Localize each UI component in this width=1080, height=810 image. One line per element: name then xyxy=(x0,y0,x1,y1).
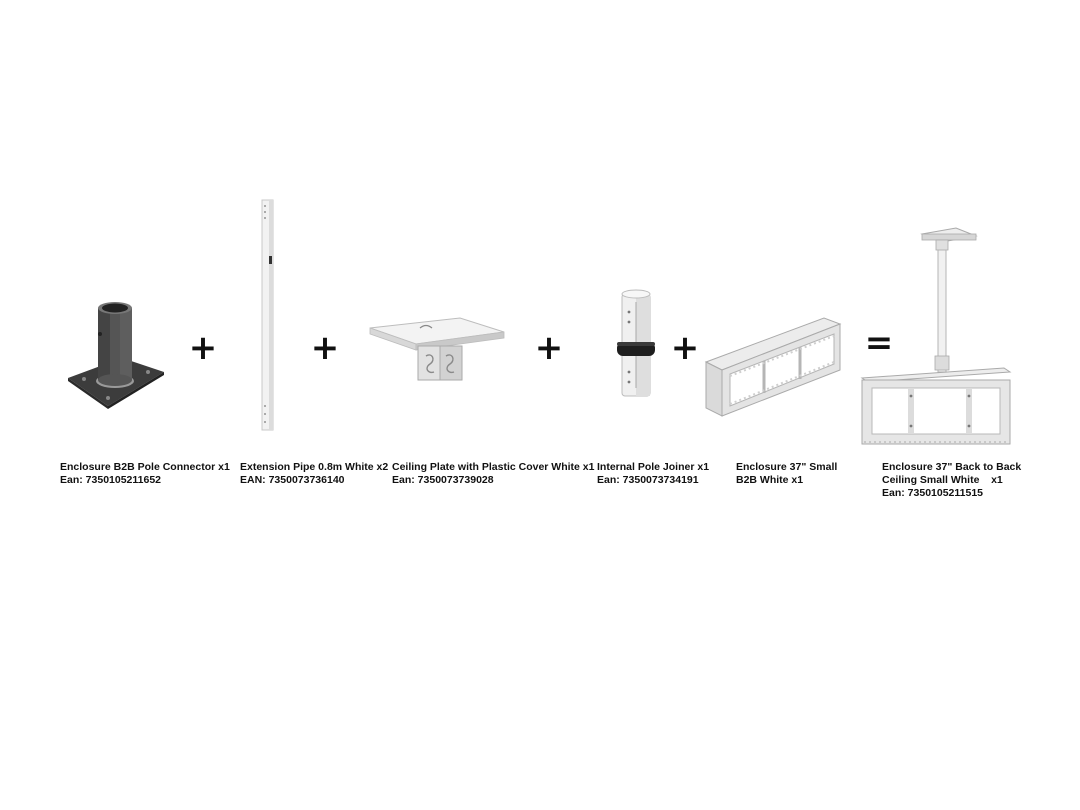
product-label-pole-connector: Enclosure B2B Pole Connector x1 Ean: 735… xyxy=(60,461,230,487)
product-name: Extension Pipe 0.8m White x2 xyxy=(240,461,389,473)
plus-operator-2: + xyxy=(310,328,340,368)
product-name: Enclosure B2B Pole Connector x1 xyxy=(60,461,230,473)
extension-pipe-image xyxy=(261,199,274,431)
result-ean: Ean: 7350105211515 xyxy=(882,487,984,499)
product-name: Ceiling Plate with Plastic Cover White x… xyxy=(392,461,595,473)
result-name-line2: Ceiling Small White x1 xyxy=(882,474,1003,486)
ceiling-plate-image xyxy=(369,317,505,381)
assembled-enclosure-image xyxy=(860,227,1012,445)
result-name-line1: Enclosure 37" Back to Back xyxy=(882,461,1022,473)
enclosure-frame-image xyxy=(704,317,842,417)
plus-operator-1: + xyxy=(188,328,218,368)
plus-operator-3: + xyxy=(534,328,564,368)
product-ean: EAN: 7350073736140 xyxy=(240,474,345,486)
pole-joiner-image xyxy=(617,289,655,397)
plus-operator-4: + xyxy=(670,328,700,368)
product-name-line2: B2B White x1 xyxy=(736,474,804,486)
product-name-line1: Enclosure 37" Small xyxy=(736,461,838,473)
product-label-extension-pipe: Extension Pipe 0.8m White x2 EAN: 735007… xyxy=(240,461,388,487)
product-ean: Ean: 7350073734191 xyxy=(597,474,699,486)
product-ean: Ean: 7350073739028 xyxy=(392,474,494,486)
result-label: Enclosure 37" Back to Back Ceiling Small… xyxy=(882,461,1021,500)
product-name: Internal Pole Joiner x1 xyxy=(597,461,710,473)
equals-operator: = xyxy=(864,323,894,363)
product-ean: Ean: 7350105211652 xyxy=(60,474,162,486)
product-label-ceiling-plate: Ceiling Plate with Plastic Cover White x… xyxy=(392,461,594,487)
pole-connector-image xyxy=(68,302,164,409)
product-label-enclosure: Enclosure 37" Small B2B White x1 xyxy=(736,461,837,487)
product-label-pole-joiner: Internal Pole Joiner x1 Ean: 73500737341… xyxy=(597,461,709,487)
